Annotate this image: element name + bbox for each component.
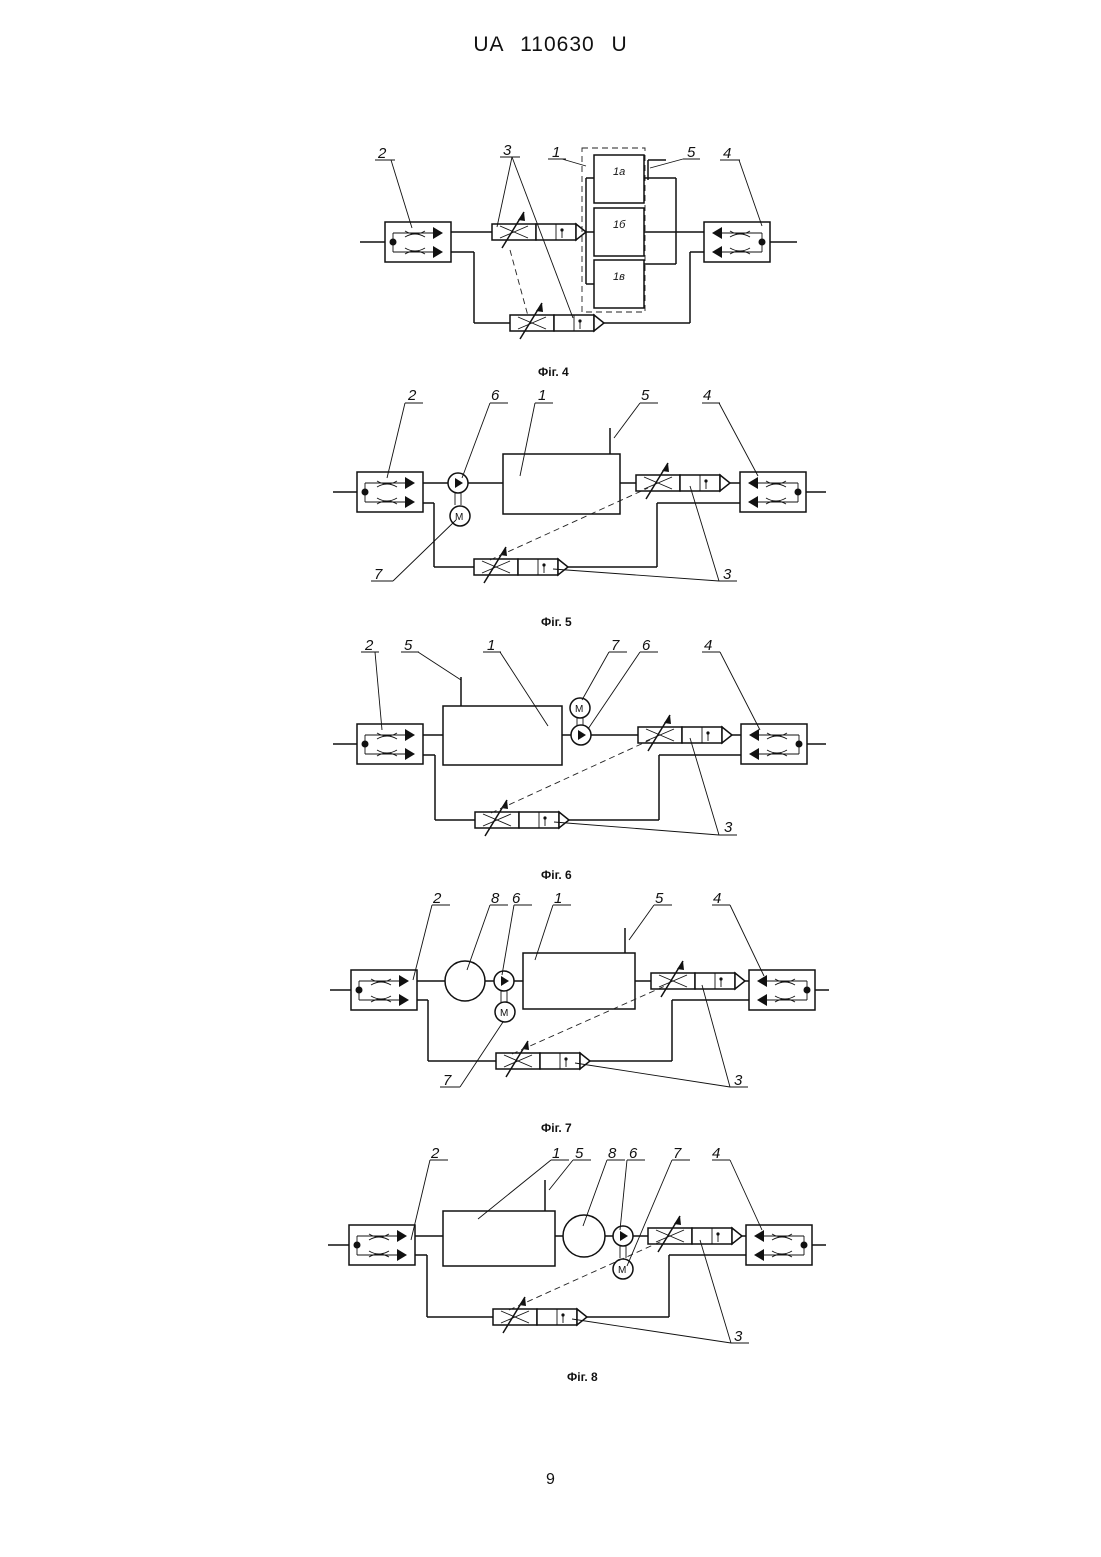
fig4-caption: Фіг. 4 <box>538 365 569 379</box>
fig7-label-5: 5 <box>655 890 664 907</box>
fig7-motor-text: M <box>500 1008 508 1019</box>
fig6-label-5: 5 <box>404 637 413 654</box>
fig4-label-2: 2 <box>377 145 387 162</box>
fig8-label-1: 1 <box>552 1145 560 1162</box>
fig8-label-2: 2 <box>430 1145 440 1162</box>
fig6-label-4: 4 <box>704 637 712 654</box>
fig5-motor-text: M <box>455 512 463 523</box>
fig8-label-4: 4 <box>712 1145 720 1162</box>
fig7-caption: Фіг. 7 <box>541 1121 572 1135</box>
fig8-label-8: 8 <box>608 1145 617 1162</box>
fig6-label-3: 3 <box>724 819 733 836</box>
fig4-label-5: 5 <box>687 144 696 161</box>
fig6-label-7: 7 <box>611 637 620 654</box>
fig7-label-2: 2 <box>432 890 442 907</box>
fig4-unit-1v: 1в <box>613 271 625 283</box>
figure-4: 2 3 1 5 4 1а 1б 1в Фіг. 4 <box>360 142 797 379</box>
fig4-label-3: 3 <box>503 142 512 159</box>
fig7-label-6: 6 <box>512 890 521 907</box>
fig4-unit-1a: 1а <box>613 166 625 178</box>
fig6-label-1: 1 <box>487 637 495 654</box>
fig8-label-6: 6 <box>629 1145 638 1162</box>
fig8-label-7: 7 <box>673 1145 682 1162</box>
fig8-label-3: 3 <box>734 1328 743 1345</box>
fig8-motor-text: M <box>618 1265 626 1276</box>
fig8-caption: Фіг. 8 <box>567 1370 598 1384</box>
page-number: 9 <box>0 1471 1101 1489</box>
fig5-label-4: 4 <box>703 387 711 404</box>
figure-8: M 2 1 5 8 6 7 4 <box>328 1145 826 1384</box>
fig5-label-6: 6 <box>491 387 500 404</box>
fig4-unit-1b: 1б <box>613 219 626 231</box>
fig4-label-1: 1 <box>552 144 560 161</box>
fig7-label-1: 1 <box>554 890 562 907</box>
fig5-label-2: 2 <box>407 387 417 404</box>
fig8-label-5: 5 <box>575 1145 584 1162</box>
fig5-label-3: 3 <box>723 566 732 583</box>
fig7-label-8: 8 <box>491 890 500 907</box>
figure-6: M 2 5 1 7 6 <box>333 637 826 882</box>
fig7-label-7: 7 <box>443 1072 452 1089</box>
fig5-label-7: 7 <box>374 566 383 583</box>
fig5-caption: Фіг. 5 <box>541 615 572 629</box>
fig6-label-2: 2 <box>364 637 374 654</box>
figure-5: M 2 6 1 5 4 7 <box>333 387 826 629</box>
fig5-label-5: 5 <box>641 387 650 404</box>
fig5-label-1: 1 <box>538 387 546 404</box>
fig7-label-4: 4 <box>713 890 721 907</box>
fig6-caption: Фіг. 6 <box>541 868 572 882</box>
fig7-label-3: 3 <box>734 1072 743 1089</box>
fig6-label-6: 6 <box>642 637 651 654</box>
fig4-label-4: 4 <box>723 145 731 162</box>
fig6-motor-text: M <box>575 704 583 715</box>
figure-7: M 2 8 6 1 <box>330 890 829 1135</box>
